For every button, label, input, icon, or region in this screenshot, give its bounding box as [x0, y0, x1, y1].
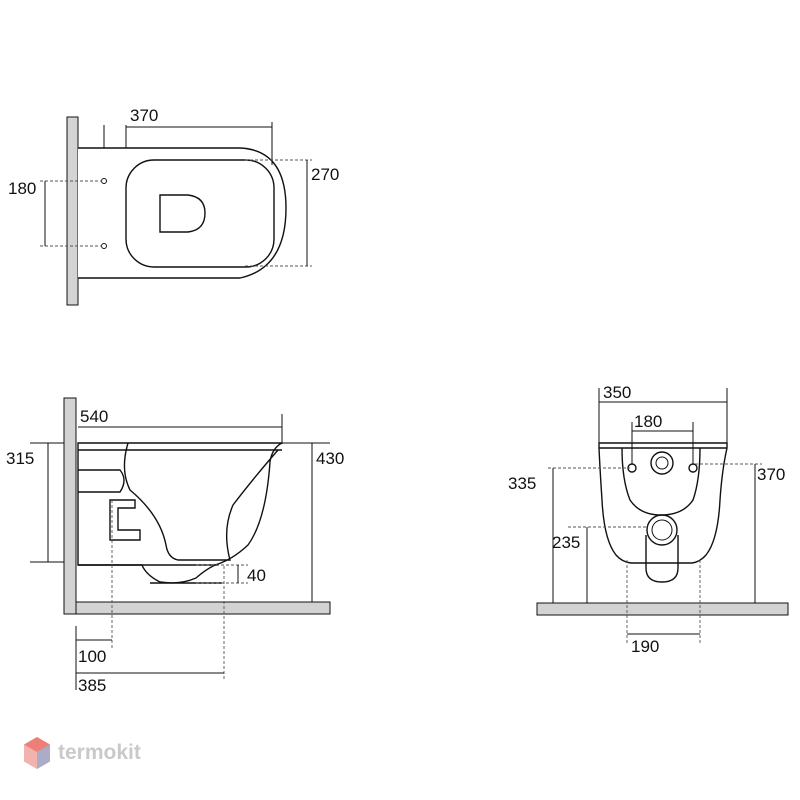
top-view-seat [125, 159, 275, 268]
top-view-wall [66, 116, 79, 306]
side-view-connector [78, 469, 125, 493]
side-view-inner-bowl [123, 442, 279, 561]
back-dim-bolt-height-right: 370 [757, 465, 785, 484]
top-dim-width: 270 [311, 165, 339, 184]
top-dim-length: 370 [130, 106, 158, 125]
side-dim-depth: 540 [80, 407, 108, 426]
watermark-text: termokit [58, 741, 141, 764]
side-view-floor [75, 601, 331, 615]
hexagon-logo-icon [24, 737, 50, 769]
back-dim-outlet-width: 190 [631, 637, 659, 656]
back-view-outlet-ring [646, 514, 678, 546]
back-view-inlet-inner [655, 456, 669, 470]
back-view-floor [536, 602, 789, 616]
side-dim-outlet-height: 40 [247, 566, 266, 585]
top-dim-bolt-spacing: 180 [8, 179, 36, 198]
top-view-bowl-outline [78, 147, 287, 279]
side-dim-outlet-offset-small: 100 [78, 647, 106, 666]
back-dim-inlet-spacing: 180 [634, 412, 662, 431]
top-view-inner-bowl [159, 194, 206, 233]
side-view-outlet [109, 499, 141, 541]
back-view-inlet-outer [650, 451, 674, 475]
back-dim-width: 350 [603, 383, 631, 402]
back-view-outlet-inner [651, 519, 673, 541]
back-dim-outlet-height: 235 [552, 533, 580, 552]
side-view-wall [63, 397, 77, 615]
side-view-bowl-outline [77, 442, 283, 584]
back-view-outlet-pipe [645, 535, 679, 583]
side-dim-outlet-offset-large: 385 [78, 676, 106, 695]
side-view: 540 315 430 40 100 385 [6, 397, 344, 695]
top-view: 370 270 180 [8, 106, 339, 306]
side-dim-bolt-height: 315 [6, 449, 34, 468]
side-dim-height: 430 [316, 449, 344, 468]
back-view-bowl-outline [598, 442, 728, 564]
back-view: 350 180 335 370 235 190 [508, 383, 789, 656]
back-dim-bolt-height-left: 335 [508, 474, 536, 493]
watermark: termokit [22, 736, 141, 770]
